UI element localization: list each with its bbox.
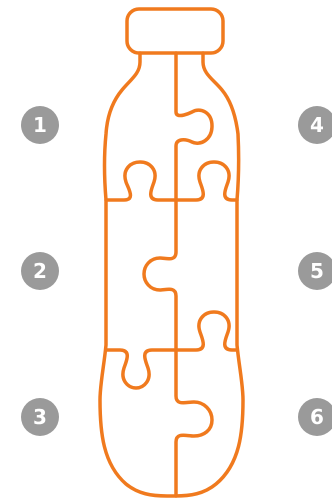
bottle-cap [127,9,223,53]
step-badge-1[interactable]: 1 [21,106,59,144]
puzzle-knob-lower-right [176,312,237,350]
step-badge-6[interactable]: 6 [298,398,332,436]
puzzle-seam-middle-top [106,162,237,200]
puzzle-seam-lower [176,350,212,496]
bottle-outline [100,53,243,496]
step-badge-5[interactable]: 5 [298,252,332,290]
puzzle-knob-lower-left [106,350,176,388]
puzzle-seam-center [144,200,176,350]
step-badge-4[interactable]: 4 [298,106,332,144]
step-badge-3[interactable]: 3 [21,398,59,436]
step-badge-2[interactable]: 2 [21,252,59,290]
